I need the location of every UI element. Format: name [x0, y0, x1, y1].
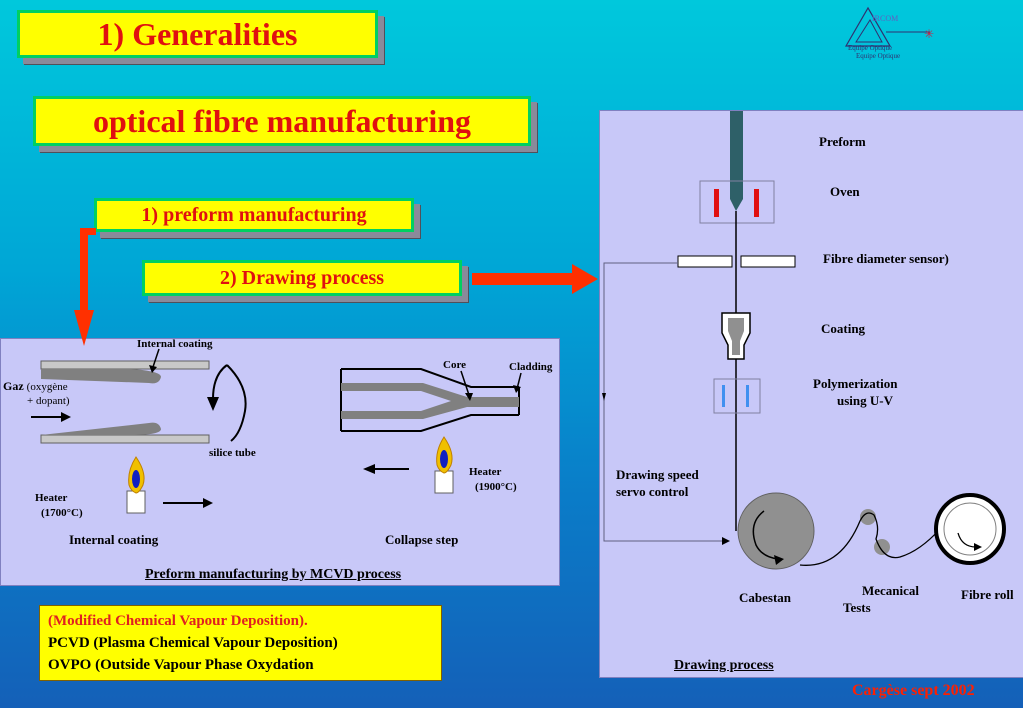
title-drawing: 2) Drawing process	[142, 260, 462, 296]
label-servo-2: servo control	[616, 484, 689, 499]
ircom-logo: ✳ IRCOM Equipe Optique Equipe Optique	[838, 6, 938, 62]
label-core: Core	[443, 359, 467, 371]
label-internal-coating-bottom: Internal coating	[69, 532, 159, 547]
deposition-methods-box: (Modified Chemical Vapour Deposition). P…	[39, 605, 442, 681]
logo-text-ircom: IRCOM	[872, 14, 899, 23]
label-fibre-roll: Fibre roll	[961, 587, 1014, 602]
label-gaz-main: Gaz	[3, 379, 24, 393]
info-pcvd: PCVD (Plasma Chemical Vapour Deposition)	[48, 635, 338, 651]
title-preform: 1) preform manufacturing	[94, 198, 414, 232]
label-oven: Oven	[830, 184, 860, 199]
label-sensor: Fibre diameter sensor)	[823, 251, 949, 266]
title-generalities: 1) Generalities	[17, 10, 378, 58]
drawing-caption: Drawing process	[674, 658, 774, 673]
label-mecanical: Mecanical	[862, 583, 920, 598]
title-main: optical fibre manufacturing	[33, 96, 531, 146]
label-cladding: Cladding	[509, 361, 553, 373]
label-tests: Tests	[843, 600, 871, 615]
drawing-tower-diagram	[602, 111, 1006, 570]
label-heater-1: Heater	[35, 492, 68, 504]
label-heater-2: Heater	[469, 466, 502, 478]
label-preform: Preform	[819, 134, 866, 149]
label-servo-1: Drawing speed	[616, 467, 699, 482]
label-gaz-dopant: + dopant)	[27, 395, 70, 407]
label-polymerization: Polymerization	[813, 376, 898, 391]
label-uv: using U-V	[837, 393, 893, 408]
label-cabestan: Cabestan	[739, 590, 792, 605]
svg-text:✳: ✳	[924, 27, 934, 41]
label-coating: Coating	[821, 321, 866, 336]
label-internal-coating-top: Internal coating	[137, 338, 213, 350]
logo-text-equipe: Equipe Optique	[848, 44, 893, 52]
mcvd-caption: Preform manufacturing by MCVD process	[145, 567, 402, 582]
footer-date: Cargèse sept 2002	[852, 682, 975, 699]
mcvd-panel: Internal coating Gaz (oxygène + dopant) …	[0, 338, 560, 586]
mcvd-diagram	[31, 348, 522, 514]
info-mcvd: (Modified Chemical Vapour Deposition).	[48, 613, 308, 629]
label-heater-2-temp: (1900°C)	[475, 481, 517, 493]
drawing-panel: Preform Oven Fibre diameter sensor) Coat…	[599, 110, 1023, 678]
info-ovpo: OVPO (Outside Vapour Phase Oxydation	[48, 657, 314, 673]
label-gaz-detail: (oxygène	[26, 381, 68, 393]
label-collapse-step: Collapse step	[385, 532, 459, 547]
label-heater-1-temp: (1700°C)	[41, 507, 83, 519]
label-silice-tube: silice tube	[209, 447, 256, 459]
logo-graphic: ✳	[844, 6, 934, 47]
logo-text-equipe-2: Equipe Optique	[856, 52, 901, 60]
label-gaz: Gaz (oxygène	[3, 379, 68, 394]
